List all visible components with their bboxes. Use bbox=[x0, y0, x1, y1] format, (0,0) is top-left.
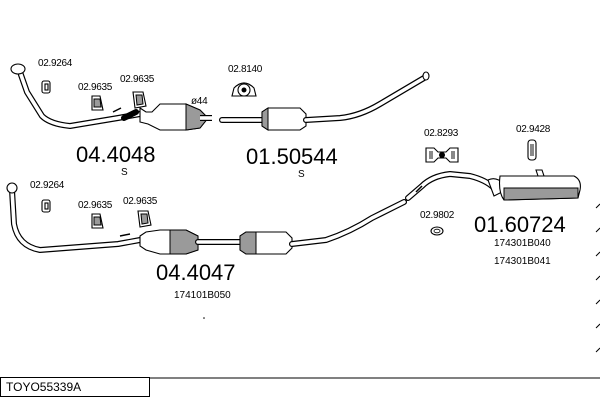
diagram-code-box: TOYO55339A bbox=[0, 377, 150, 397]
top-rear-mark: S bbox=[298, 169, 305, 180]
label-bottom-hanger-b: 02.9635 bbox=[123, 196, 158, 207]
bottom-front-part-number: 04.4047 bbox=[156, 260, 236, 285]
bottom-rear-oem-1: 174301B040 bbox=[494, 238, 551, 249]
bottom-hanger-a-9635 bbox=[91, 213, 104, 229]
label-bottom-clamp: 02.9264 bbox=[30, 180, 65, 191]
label-top-hanger-b: 02.9635 bbox=[120, 74, 155, 85]
top-front-part-number: 04.4048 bbox=[76, 142, 156, 167]
bottom-bracket-8293 bbox=[425, 147, 459, 163]
top-ring-bracket-8140 bbox=[231, 82, 257, 97]
label-bottom-mount: 02.9428 bbox=[516, 124, 551, 135]
top-front-mark: S bbox=[121, 167, 128, 178]
top-flange bbox=[10, 63, 26, 75]
label-top-diameter: ø44 bbox=[191, 96, 208, 107]
label-top-ring: 02.8140 bbox=[228, 64, 263, 75]
label-bottom-gasket: 02.9802 bbox=[420, 210, 455, 221]
edge-tick-marks bbox=[595, 203, 600, 353]
top-hanger-b-9635 bbox=[132, 91, 147, 109]
bottom-hanger-b-9635 bbox=[137, 210, 152, 228]
stray-dot bbox=[203, 317, 205, 319]
label-top-hanger-a: 02.9635 bbox=[78, 82, 113, 93]
top-front-pipe bbox=[10, 63, 212, 131]
top-rear-part-number: 01.50544 bbox=[246, 144, 338, 169]
bottom-rear-silencer bbox=[405, 169, 581, 201]
bottom-rear-part-number: 01.60724 bbox=[474, 212, 566, 237]
bottom-front-oem: 174101B050 bbox=[174, 290, 231, 301]
label-bottom-bracket: 02.8293 bbox=[424, 128, 459, 139]
top-rear-pipe bbox=[219, 71, 430, 131]
top-middle-silencer bbox=[261, 107, 307, 131]
bottom-clip-mark bbox=[119, 233, 131, 237]
top-hanger-a-9635 bbox=[91, 95, 104, 111]
top-clip-mark bbox=[112, 107, 122, 113]
diagram-code: TOYO55339A bbox=[6, 380, 82, 394]
bottom-front-pipe bbox=[6, 182, 407, 255]
label-top-clamp: 02.9264 bbox=[38, 58, 73, 69]
label-bottom-hanger-a: 02.9635 bbox=[78, 200, 113, 211]
bottom-flange bbox=[6, 182, 18, 194]
bottom-mount-9428 bbox=[527, 139, 537, 161]
bottom-rear-oem-2: 174301B041 bbox=[494, 256, 551, 267]
